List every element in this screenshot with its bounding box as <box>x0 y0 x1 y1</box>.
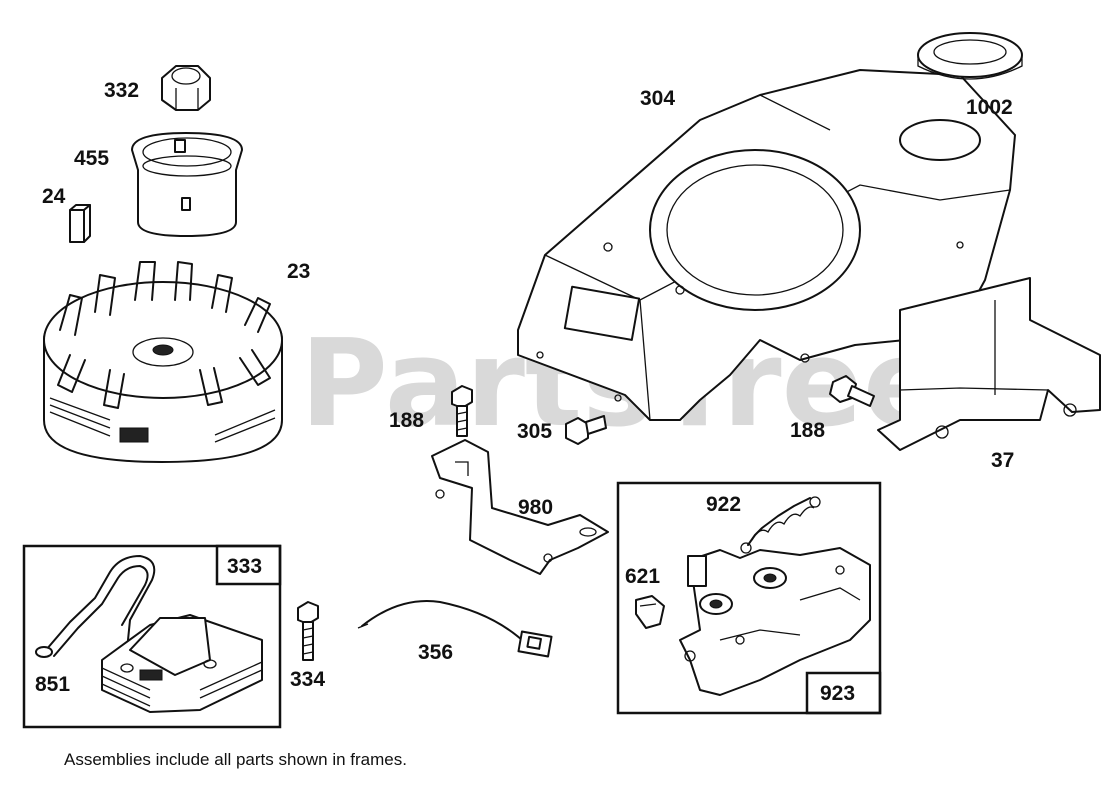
part-621-clip[interactable] <box>635 595 665 629</box>
footnote: Assemblies include all parts shown in fr… <box>64 750 407 769</box>
label-23: 23 <box>287 260 310 283</box>
label-1002: 1002 <box>966 96 1013 119</box>
label-304: 304 <box>640 87 675 110</box>
part-923-governor-assembly[interactable] <box>679 547 871 696</box>
label-333: 333 <box>227 555 262 578</box>
part-1002-grommet[interactable] <box>917 32 1023 80</box>
label-455: 455 <box>74 147 109 170</box>
label-37: 37 <box>991 449 1014 472</box>
part-980-bracket[interactable] <box>431 439 609 575</box>
frame-923 <box>616 481 882 715</box>
part-922-spring[interactable] <box>740 496 821 554</box>
part-356-ground-wire[interactable] <box>357 600 553 658</box>
part-24-key[interactable] <box>69 204 91 243</box>
label-851: 851 <box>35 673 70 696</box>
part-851-ignition-module[interactable] <box>35 555 263 713</box>
label-923: 923 <box>820 682 855 705</box>
label-980: 980 <box>518 496 553 519</box>
label-332: 332 <box>104 79 139 102</box>
label-24: 24 <box>42 185 66 208</box>
label-188-left: 188 <box>389 409 424 432</box>
part-455-cup[interactable] <box>131 132 243 237</box>
part-334-screw[interactable] <box>297 601 319 661</box>
label-621: 621 <box>625 565 660 588</box>
part-332-nut[interactable] <box>161 65 211 111</box>
label-334: 334 <box>290 668 325 691</box>
part-304-blower-housing[interactable] <box>517 69 1016 421</box>
part-23-flywheel[interactable] <box>43 261 283 463</box>
label-922: 922 <box>706 493 741 516</box>
part-188-bolt-left[interactable] <box>451 385 473 437</box>
part-305-screw[interactable] <box>565 415 607 445</box>
label-305: 305 <box>517 420 552 443</box>
part-188-bolt-right[interactable] <box>829 375 875 407</box>
frame-333 <box>22 544 282 729</box>
part-37-baffle[interactable] <box>877 277 1101 451</box>
label-356: 356 <box>418 641 453 664</box>
label-188-right: 188 <box>790 419 825 442</box>
